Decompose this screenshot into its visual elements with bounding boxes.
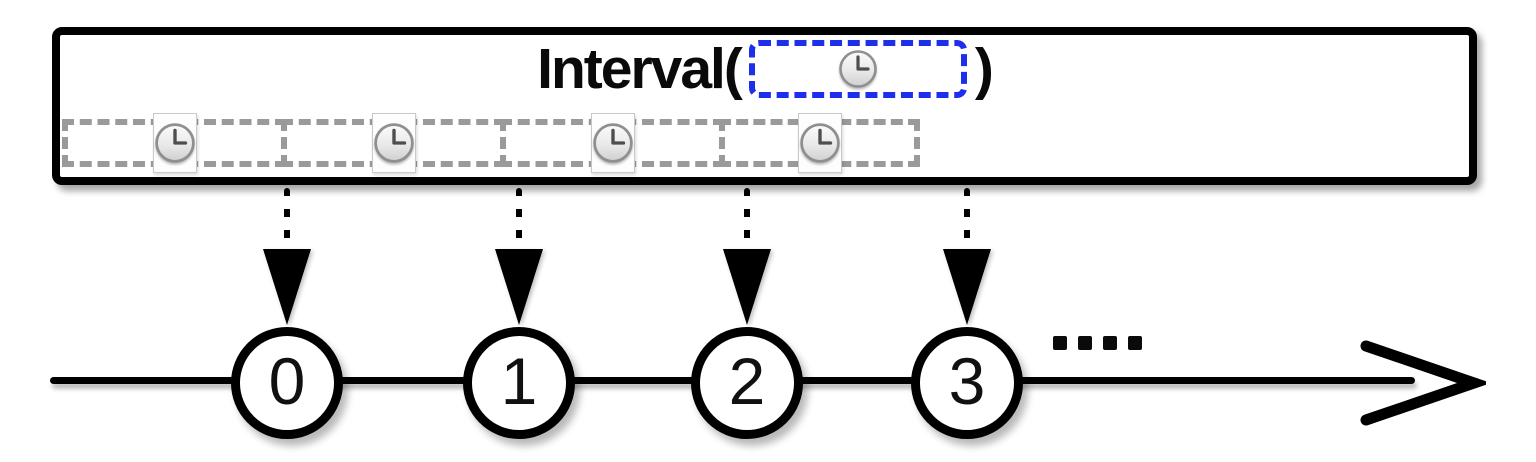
clock-card — [797, 113, 842, 173]
event-value: 3 — [948, 344, 986, 418]
period-segment — [719, 113, 920, 173]
emission-dotted-line — [964, 188, 970, 248]
dot — [1103, 336, 1117, 350]
emission-dotted-line — [744, 188, 750, 248]
continuation-dots — [1053, 336, 1142, 350]
interval-argument-box — [748, 40, 967, 98]
event-value: 1 — [500, 344, 538, 418]
clock-icon — [838, 49, 878, 89]
event-marble: 1 — [463, 327, 575, 439]
emission-dotted-line — [284, 188, 290, 248]
event-marble: 3 — [911, 327, 1023, 439]
clock-icon — [373, 122, 415, 164]
period-segment — [281, 113, 506, 173]
title: Interval( ) — [52, 38, 1477, 100]
down-arrow-icon — [495, 249, 543, 325]
period-segment — [500, 113, 725, 173]
observable-source-box — [52, 27, 1477, 185]
event-value: 0 — [268, 344, 306, 418]
clock-card — [371, 113, 416, 173]
event-value: 2 — [728, 344, 766, 418]
title-prefix: Interval( — [537, 36, 743, 101]
period-segment — [62, 113, 287, 173]
emission-dotted-line — [516, 188, 522, 248]
clock-icon — [799, 122, 841, 164]
clock-icon — [154, 122, 196, 164]
dot — [1053, 336, 1067, 350]
down-arrow-icon — [263, 249, 311, 325]
event-marble: 0 — [231, 327, 343, 439]
down-arrow-icon — [723, 249, 771, 325]
clock-card — [152, 113, 197, 173]
down-arrow-icon — [943, 249, 991, 325]
dot — [1128, 336, 1142, 350]
event-marble: 2 — [691, 327, 803, 439]
clock-icon — [592, 122, 634, 164]
title-suffix: ) — [974, 36, 994, 101]
dot — [1078, 336, 1092, 350]
timeline-arrowhead-icon — [1360, 340, 1486, 426]
period-strip — [62, 113, 920, 173]
clock-card — [590, 113, 635, 173]
